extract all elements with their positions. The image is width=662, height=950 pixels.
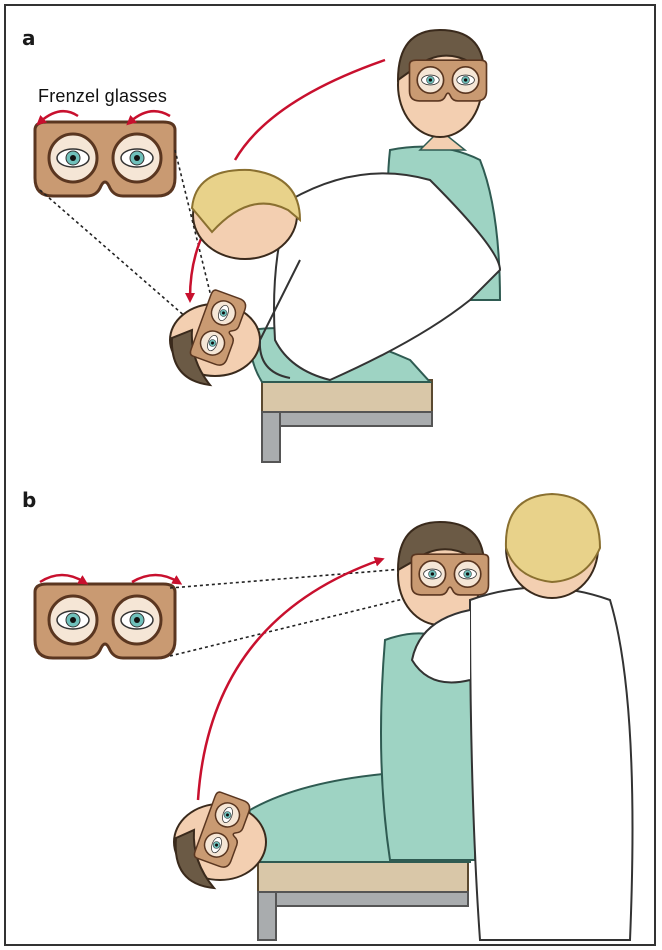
eye-rotation-arrow-left-b: [40, 575, 84, 582]
eye-rotation-arrow-right-b: [132, 575, 178, 582]
goggles-inset-b: [35, 584, 175, 658]
eye-rotation-arrow-right-a: [130, 111, 170, 122]
callout-line-a-1: [40, 190, 195, 325]
sit-up-arrow-b: [198, 560, 380, 800]
panel-a: [35, 30, 500, 462]
exam-table-a: [262, 380, 432, 462]
panel-b: [35, 494, 633, 940]
eye-rotation-arrow-left-a: [40, 111, 78, 122]
goggles-inset-a: [35, 122, 175, 196]
exam-table-b: [258, 862, 468, 940]
head-movement-arrow-a: [235, 60, 385, 160]
